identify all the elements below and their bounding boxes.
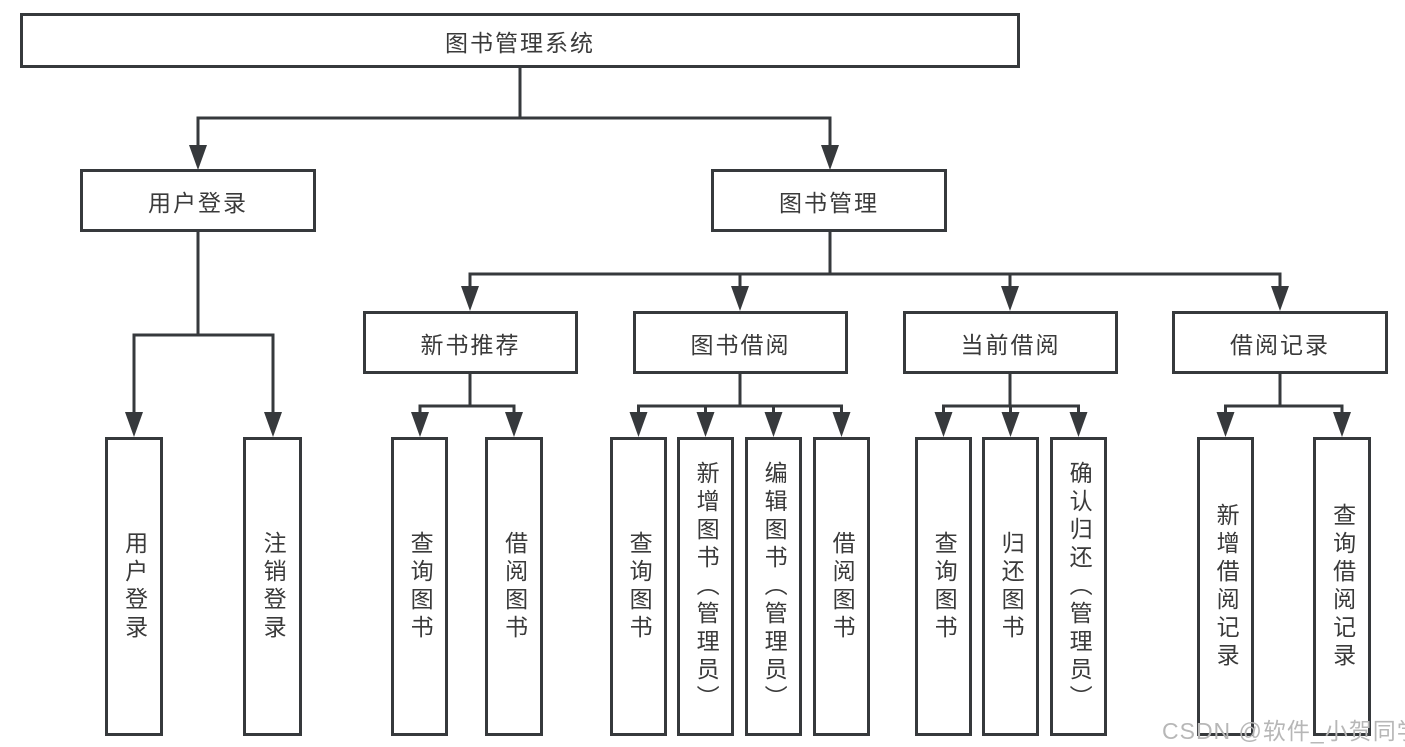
tree-branch-lines	[132, 68, 1344, 414]
leaf-confirm-return-admin: 确认归还（管理员）	[1050, 437, 1107, 736]
leaf-query-borrow-record: 查询借阅记录	[1313, 437, 1371, 736]
node-book-borrowing: 图书借阅	[633, 311, 848, 374]
leaf-user-login: 用户登录	[105, 437, 163, 736]
node-root-library-system: 图书管理系统	[20, 13, 1020, 68]
node-book-management: 图书管理	[711, 169, 947, 232]
node-borrowing-records: 借阅记录	[1172, 311, 1388, 374]
node-user-login: 用户登录	[80, 169, 316, 232]
node-new-book-recommendation: 新书推荐	[363, 311, 578, 374]
leaf-edit-book-admin: 编辑图书（管理员）	[745, 437, 802, 736]
leaf-add-book-admin: 新增图书（管理员）	[677, 437, 734, 736]
leaf-borrow-books-recommend: 借阅图书	[485, 437, 543, 736]
node-current-borrowing: 当前借阅	[903, 311, 1118, 374]
leaf-query-books-current: 查询图书	[915, 437, 972, 736]
csdn-watermark: CSDN @软件_小贺同学	[1162, 718, 1405, 744]
arrowheads	[125, 145, 1351, 437]
leaf-logout: 注销登录	[243, 437, 302, 736]
leaf-borrow-books-borrowing: 借阅图书	[813, 437, 870, 736]
leaf-query-books-borrowing: 查询图书	[610, 437, 667, 736]
leaf-query-books-recommend: 查询图书	[391, 437, 448, 736]
leaf-add-borrow-record: 新增借阅记录	[1197, 437, 1254, 736]
leaf-return-books: 归还图书	[982, 437, 1039, 736]
